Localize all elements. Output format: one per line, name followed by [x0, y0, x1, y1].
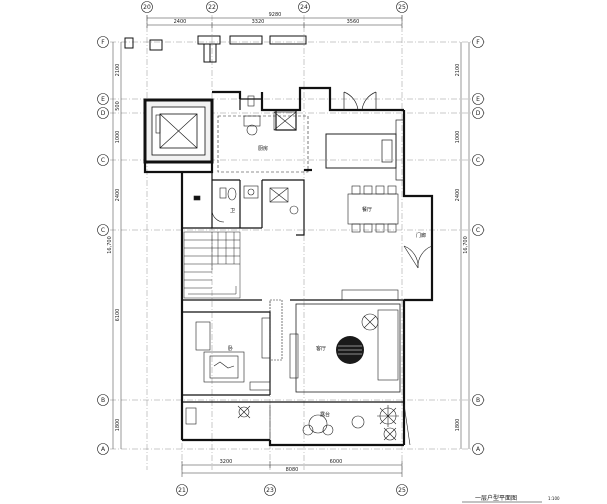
room-label-bath: 卫 — [230, 208, 235, 214]
axis-label-bottom: 23 — [266, 487, 274, 494]
axis-label-left: D — [101, 110, 106, 117]
axis-label-right: D — [476, 110, 481, 117]
elevator-core — [143, 98, 214, 164]
dimension-lines-left — [112, 42, 122, 449]
room-label-corridor: 门廊 — [416, 232, 426, 239]
axis-label-left: C — [101, 157, 105, 164]
axis-label-right: A — [476, 446, 481, 453]
axis-bubbles-top — [141, 1, 408, 13]
bedroom-furniture — [195, 317, 271, 391]
room-label-kitchen: 厨房 — [258, 145, 268, 152]
dimension-text: 1000 — [115, 131, 121, 144]
room-label-living: 客厅 — [316, 345, 326, 352]
room-label-dining: 餐厅 — [362, 206, 372, 213]
dimension-text: 500 — [115, 101, 121, 111]
axis-label-top: 22 — [208, 4, 216, 11]
axis-label-right: F — [476, 39, 480, 46]
axis-bubble — [141, 1, 153, 13]
axis-label-bottom: 25 — [398, 487, 406, 494]
room-label-terrace: 露台 — [320, 411, 330, 418]
axis-bubble — [176, 484, 188, 496]
axis-bubble — [396, 1, 408, 13]
dimension-text: 3200 — [220, 459, 233, 465]
axis-label-right: E — [476, 96, 480, 103]
axis-label-right: C — [476, 227, 480, 234]
axis-label-bottom: 21 — [178, 487, 186, 494]
dining-table — [347, 185, 399, 233]
dimension-text: 1800 — [115, 419, 121, 432]
kitchen-fixtures — [217, 95, 309, 173]
axis-label-left: A — [101, 446, 106, 453]
dimension-lines-right — [460, 42, 470, 449]
axis-label-top: 24 — [300, 4, 308, 11]
dimension-text: 3320 — [252, 19, 265, 25]
upper-right-room — [325, 91, 405, 181]
axis-bubbles-left — [97, 36, 109, 455]
axis-label-left: F — [101, 39, 105, 46]
dimension-text: 6000 — [330, 459, 343, 465]
top-balcony-walls — [124, 35, 307, 63]
dimension-total: 16,700 — [463, 236, 469, 254]
plan-title: 一层户型平面图 — [475, 494, 517, 502]
dimension-lines-top — [146, 15, 403, 28]
axis-bubble — [396, 484, 408, 496]
plan-scale: 1:100 — [548, 496, 560, 501]
dimension-text: 3560 — [347, 19, 360, 25]
axis-label-left: C — [101, 227, 105, 234]
dimension-total: 16,700 — [107, 236, 113, 254]
dimension-total: 9280 — [269, 12, 282, 18]
axis-label-right: B — [476, 397, 480, 404]
axis-bubbles-right — [472, 36, 484, 455]
dimension-text: 2100 — [455, 64, 461, 77]
dimension-text: 2100 — [115, 64, 121, 77]
entrance-doors — [403, 245, 433, 269]
axis-label-left: E — [101, 96, 105, 103]
rug-lines — [338, 345, 362, 355]
living-room-furniture — [269, 289, 401, 393]
axis-label-top: 20 — [143, 4, 151, 11]
room-label-bedroom: 卧 — [228, 345, 233, 352]
dimension-text: 1800 — [455, 419, 461, 432]
axis-bubble — [298, 1, 310, 13]
interior-walls — [182, 98, 404, 403]
axis-bubble — [206, 1, 218, 13]
axis-label-right: C — [476, 157, 480, 164]
axis-label-left: B — [101, 397, 105, 404]
axis-bubble — [264, 484, 276, 496]
axis-label-top: 25 — [398, 4, 406, 11]
dimension-text: 2400 — [455, 189, 461, 202]
staircase — [183, 231, 241, 299]
dimension-text: 2400 — [115, 189, 121, 202]
terrace-furniture — [185, 403, 411, 446]
bathroom-fixtures — [193, 185, 299, 223]
grid-lines — [110, 15, 485, 470]
dimension-text: 1000 — [455, 131, 461, 144]
dimension-text: 2400 — [174, 19, 187, 25]
dimension-total: 8080 — [286, 467, 299, 473]
axis-bubbles-bottom — [176, 484, 408, 496]
dimension-lines-bottom — [181, 461, 403, 477]
dimension-text: 6100 — [115, 309, 121, 322]
